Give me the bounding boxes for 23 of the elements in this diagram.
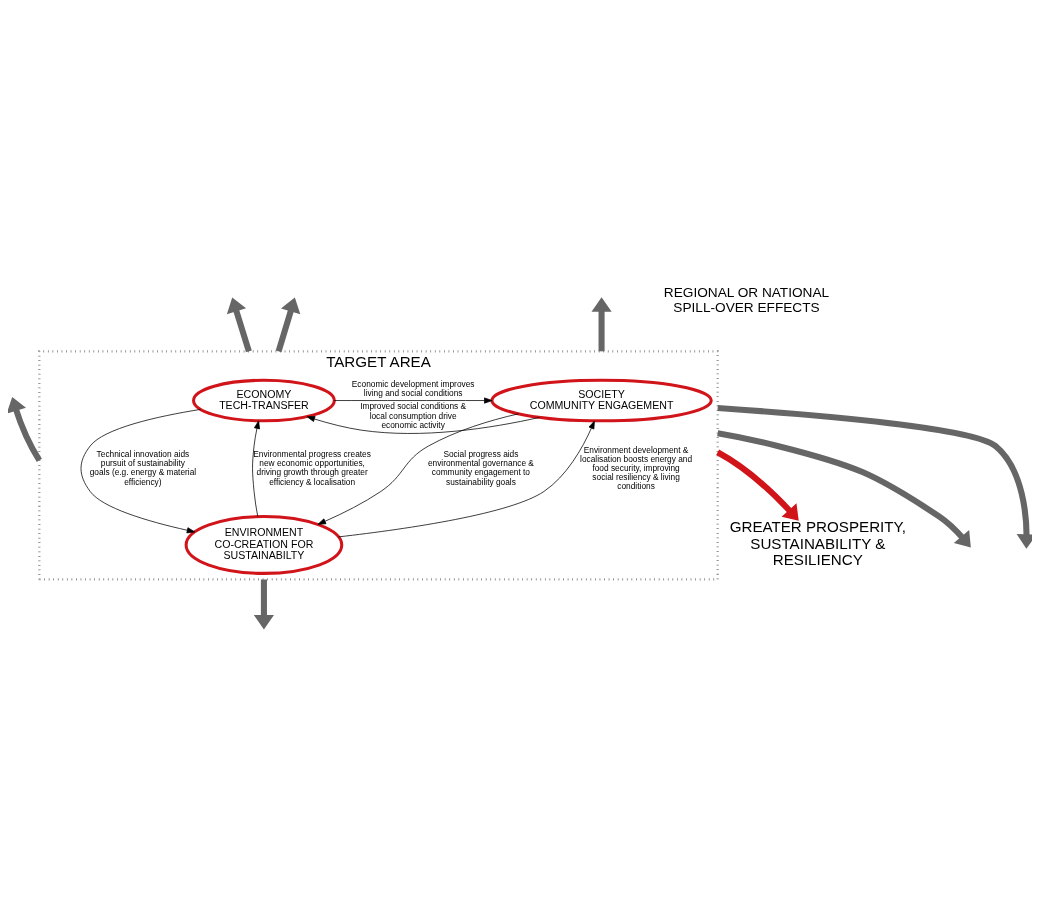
arrow: [80, 408, 201, 533]
label: REGIONAL OR NATIONAL SPILL-OVER EFFECTS: [663, 284, 830, 315]
edge-label: Environmental progress creates new economic opportunities, driving growth through greater efficiency & localisation: [253, 448, 371, 487]
arrow: [591, 296, 612, 351]
node-ellipse: SOCIETY COMMUNITY ENGAGEMENT: [490, 378, 713, 422]
edge-label: Environment development & localisation boosts energy and food security, improving social resiliency & living conditions: [580, 444, 693, 491]
arrow: [253, 578, 274, 629]
arrow: [717, 404, 1032, 549]
arrow: [716, 449, 799, 521]
edge-label: Improved social conditions & local consumption drive economic activity: [360, 400, 467, 430]
arrow: [275, 297, 301, 352]
arrow: [338, 420, 595, 537]
arrow: [252, 420, 260, 517]
arrow: [333, 397, 493, 404]
arrow: [226, 297, 252, 352]
arrow: [717, 429, 971, 547]
arrow: [317, 412, 519, 525]
node-text: GREATER PROSPERITY, SUSTAINABILITY & RESILIENCY: [729, 517, 906, 568]
edge-label: Social progress aids environmental governance & community engagement to sustainability goals: [427, 448, 534, 487]
edge-label: Economic development improves living and social conditions: [351, 378, 475, 398]
arrow: [306, 415, 540, 434]
arrow: [8, 396, 42, 462]
edge-label: Technical innovation aids pursuit of sustainability goals (e.g. energy & material efficiency): [89, 448, 197, 487]
